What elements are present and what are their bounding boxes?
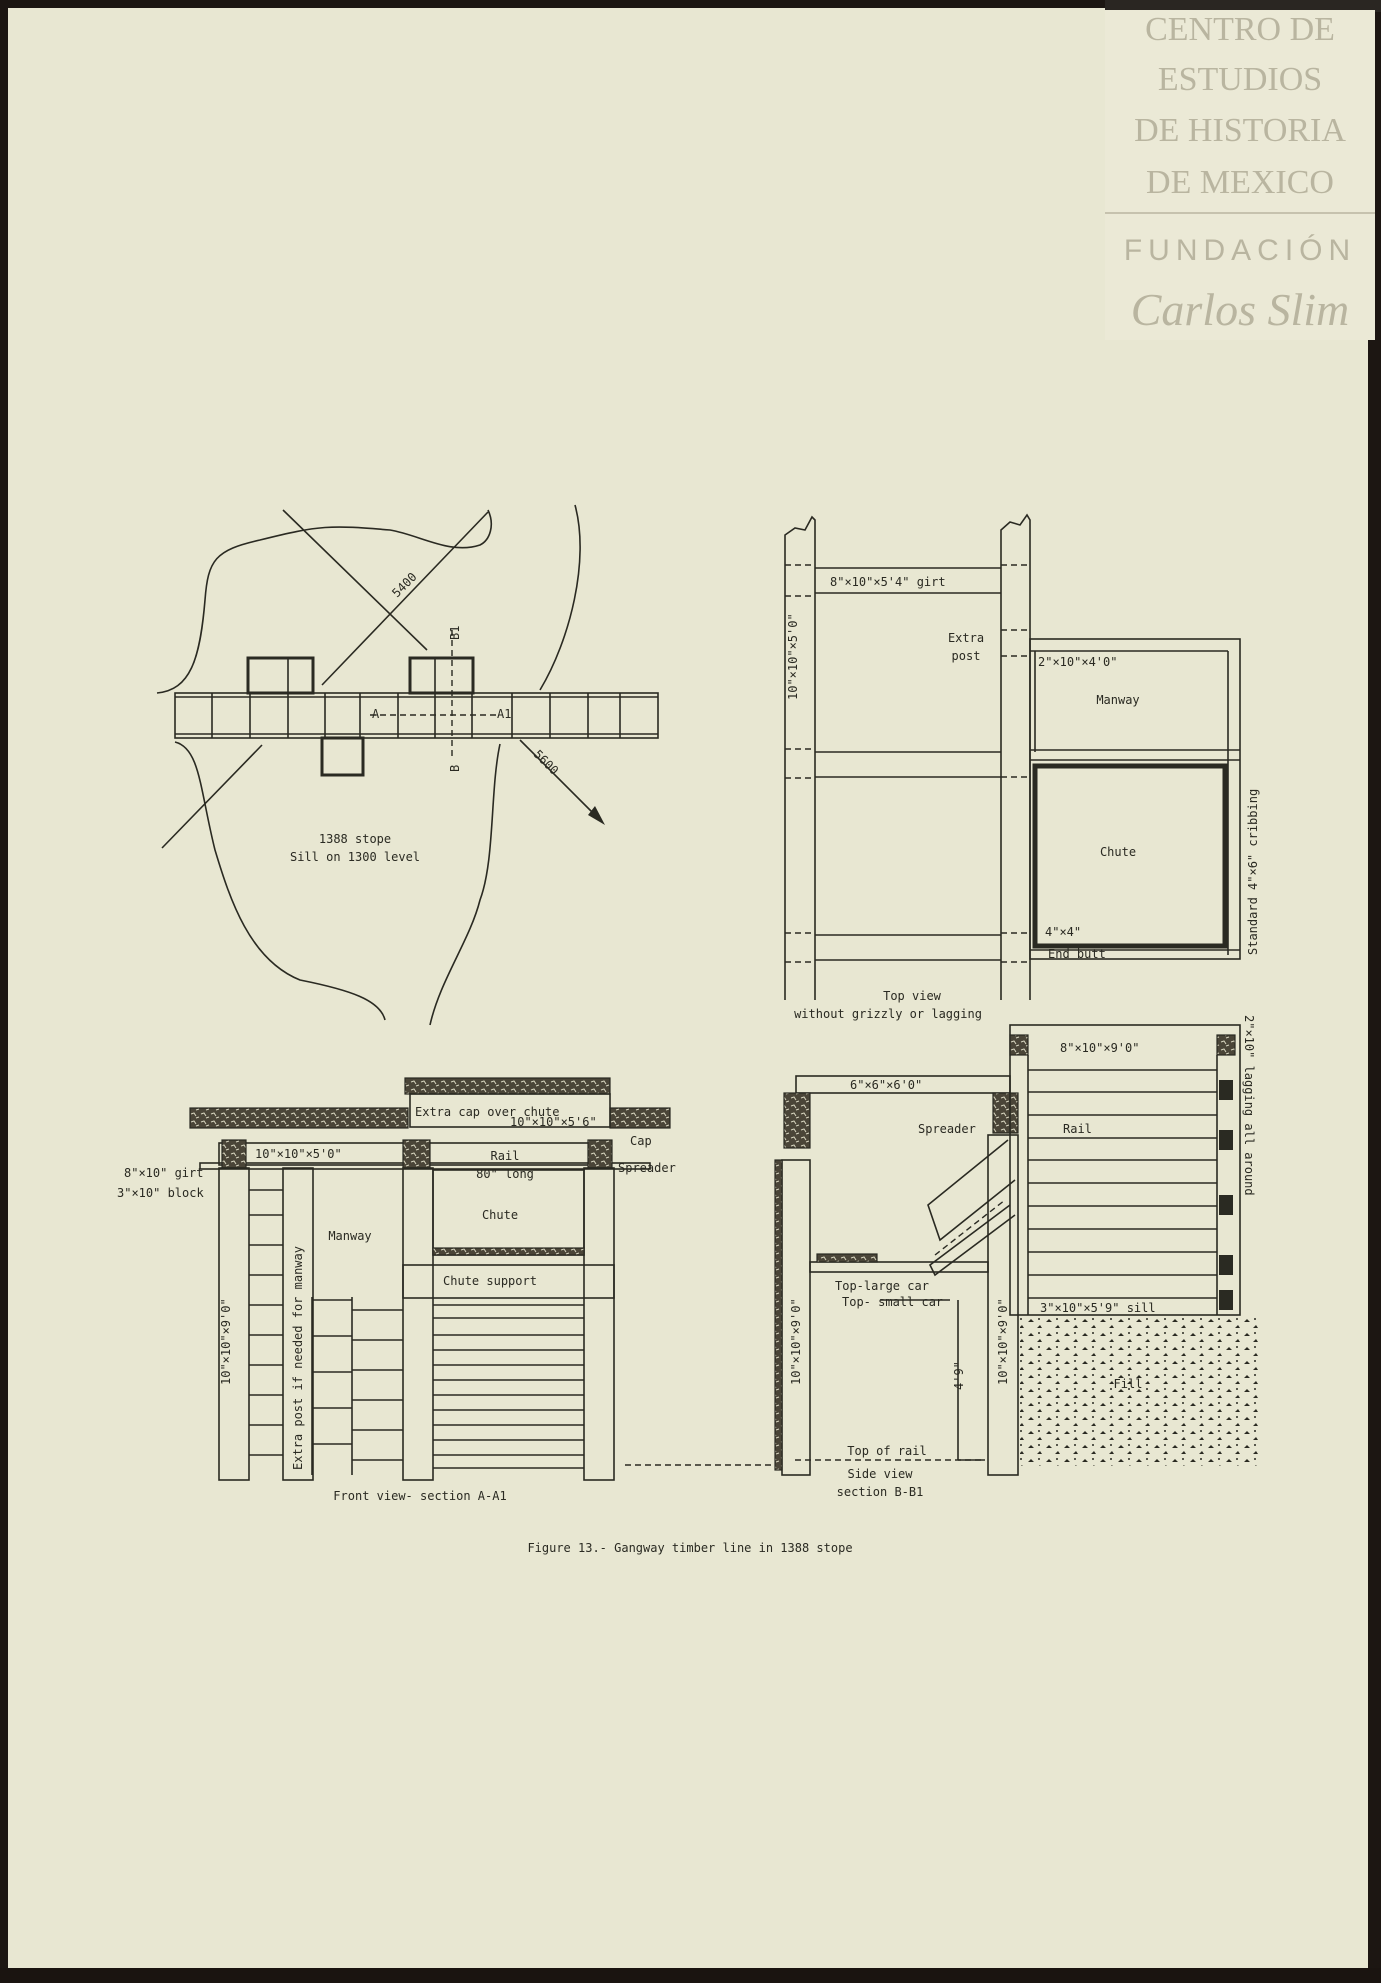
view-caption: Front view- section A-A1 xyxy=(333,1489,506,1503)
view-caption: without grizzly or lagging xyxy=(794,1007,982,1021)
watermark-line: FUNDACIÓN xyxy=(1124,234,1356,267)
cap-label: Cap xyxy=(630,1134,652,1148)
view-caption: Top view xyxy=(883,989,942,1003)
figure-caption: Figure 13.- Gangway timber line in 1388 … xyxy=(527,1541,852,1555)
section-marker: A1 xyxy=(497,707,511,721)
extra-cap-label: Extra cap over chute xyxy=(415,1105,560,1119)
cribbing-label: Standard 4"×6" cribbing xyxy=(1246,789,1260,955)
block-label: 3"×10" block xyxy=(117,1186,204,1200)
height-dimension: 4'9" xyxy=(952,1361,966,1390)
top-of-rail-label: Top of rail xyxy=(847,1444,926,1458)
front-view: 10"×10"×5'0" Extra cap over chute 10"×10… xyxy=(117,1077,780,1503)
top-view: 10"×10"×5'0" 8"×10"×5'4" girt Extra post… xyxy=(784,513,1260,1021)
manway-label: Manway xyxy=(328,1229,371,1243)
crib-cap-label: 8"×10"×9'0" xyxy=(1060,1041,1139,1055)
corner-label: 4"×4" xyxy=(1045,925,1081,939)
watermark-line: DE MEXICO xyxy=(1146,164,1334,201)
rail-length-label: 80" long xyxy=(476,1167,534,1181)
view-caption: Side view xyxy=(847,1467,913,1481)
watermark-line: DE HISTORIA xyxy=(1134,112,1346,149)
gangway-sets xyxy=(211,693,621,738)
extra-cap-size-label: 10"×10"×5'6" xyxy=(510,1115,597,1129)
stope-label: 1388 stope xyxy=(319,832,391,846)
post-label: 10"×10"×9'0" xyxy=(789,1298,803,1385)
cap-label: 6"×6"×6'0" xyxy=(850,1078,922,1092)
section-marker: B1 xyxy=(448,626,462,640)
spreader-label: Spreader xyxy=(918,1122,976,1136)
chute-support-label: Chute support xyxy=(443,1274,537,1288)
post-label: 10"×10"×5'0" xyxy=(786,613,800,700)
chute-label: Chute xyxy=(482,1208,518,1222)
rail-label: Rail xyxy=(491,1149,520,1163)
girt-label: 8"×10" girt xyxy=(124,1166,203,1180)
lagging-boards xyxy=(249,1189,584,1469)
small-car-label: Top- small car xyxy=(842,1295,943,1309)
girt-label: 8"×10"×5'4" girt xyxy=(830,575,946,589)
chute-lip xyxy=(927,1139,1016,1277)
post-label: 10"×10"×9'0" xyxy=(996,1298,1010,1385)
lagging-label: 2"×10" lagging all around xyxy=(1242,1015,1256,1196)
plank-label: 2"×10"×4'0" xyxy=(1038,655,1117,669)
lagging-lines xyxy=(1027,1055,1218,1315)
extra-post-label: Extra post if needed for manway xyxy=(291,1246,305,1470)
end-butt-label: End butt xyxy=(1048,947,1106,961)
section-marker: B xyxy=(448,765,462,772)
view-caption: section B-B1 xyxy=(837,1485,924,1499)
fill-label: Fill xyxy=(1114,1377,1143,1391)
watermark-line: CENTRO DE xyxy=(1145,11,1335,48)
manway-label: Manway xyxy=(1096,693,1139,707)
plan-view: 5400 5600 A A1 B1 B 1388 stope Sill on 1… xyxy=(156,504,659,1026)
watermark-logo: CENTRO DE ESTUDIOS DE HISTORIA DE MEXICO… xyxy=(1105,10,1375,340)
large-car-label: Top-large car xyxy=(835,1279,929,1293)
ladder xyxy=(311,1297,353,1475)
rail-label: Rail xyxy=(1063,1122,1092,1136)
watermark-line: ESTUDIOS xyxy=(1158,61,1322,98)
watermark-signature: Carlos Slim xyxy=(1131,284,1350,335)
level-label: Sill on 1300 level xyxy=(290,850,420,864)
extra-post-label: Extra xyxy=(948,631,984,645)
side-view: 8"×10"×9'0" 6"×6"×6'0" Spreader Rail 2"×… xyxy=(774,1015,1260,1499)
section-marker: A xyxy=(372,707,380,721)
post-label: 10"×10"×9'0" xyxy=(219,1298,233,1385)
cribbing-blocks xyxy=(1219,1080,1233,1310)
spreader-label: Spreader xyxy=(618,1161,676,1175)
chute-label: Chute xyxy=(1100,845,1136,859)
extra-post-label: post xyxy=(952,649,981,663)
cap-size-label: 10"×10"×5'0" xyxy=(255,1147,342,1161)
sill-label: 3"×10"×5'9" sill xyxy=(1040,1301,1156,1315)
